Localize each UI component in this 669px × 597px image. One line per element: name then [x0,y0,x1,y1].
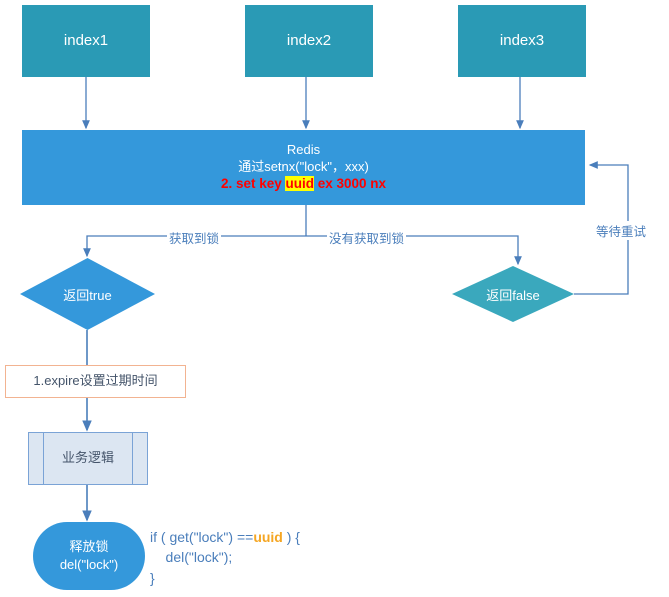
release-lock-box[interactable]: 释放锁 del("lock") [33,522,145,590]
index-box-2-label: index2 [286,31,332,49]
code-line-1-before: if ( get("lock") == [150,529,254,545]
code-line-1: if ( get("lock") ==uuid ) { [150,529,300,545]
edge-label-no-lock: 没有获取到锁 [327,228,407,247]
predefined-process-bar-left [43,433,44,484]
redis-box[interactable]: Redis 通过setnx("lock"，xxx) 2. set key uui… [22,130,585,205]
edge-label-wait-retry: 等待重试 [594,221,649,240]
decision-return-true[interactable]: 返回true [20,258,155,330]
index-box-3-label: index3 [499,31,545,49]
code-line-2: del("lock"); [150,549,233,566]
diamond-true-shape [20,258,155,330]
redis-setnx-line: 通过setnx("lock"，xxx) [238,159,369,175]
expire-step-box[interactable]: 1.expire设置过期时间 [5,365,186,398]
edge-label-got-lock: 获取到锁 [167,228,222,247]
decision-return-false[interactable]: 返回false [452,266,574,322]
diamond-false-shape [452,266,574,322]
release-lock-code-snippet: if ( get("lock") ==uuid ) { del("lock");… [150,527,300,588]
release-lock-line2: del("lock") [59,557,119,572]
index-box-1-label: index1 [63,31,109,49]
edge-split-left [83,235,306,258]
index-box-2[interactable]: index2 [245,5,373,77]
business-logic-label: 业务逻辑 [61,450,114,466]
redis-command-suffix: ex 3000 nx [313,176,387,192]
code-line-3: } [150,569,155,586]
index-box-3[interactable]: index3 [458,5,586,77]
expire-step-label: 1.expire设置过期时间 [33,373,158,389]
code-line-1-after: ) { [282,529,300,545]
business-logic-box[interactable]: 业务逻辑 [28,432,148,485]
release-lock-line1: 释放锁 [69,538,109,554]
redis-title: Redis [286,141,321,157]
redis-command-uuid: uuid [285,176,314,192]
predefined-process-bar-right [132,433,133,484]
index-box-1[interactable]: index1 [22,5,150,77]
code-line-1-uuid: uuid [253,529,283,545]
redis-command-prefix: 2. set key [220,176,286,192]
redis-set-command: 2. set key uuid ex 3000 nx [221,176,386,193]
